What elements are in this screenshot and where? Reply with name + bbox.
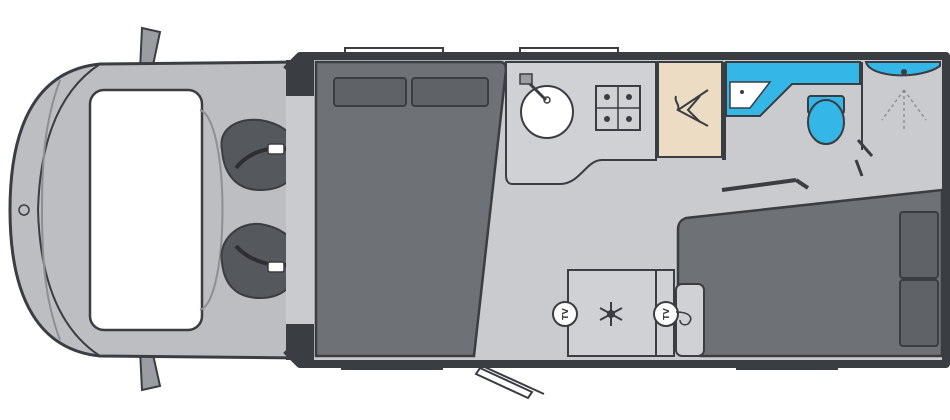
pillow bbox=[411, 77, 489, 107]
basin-icon bbox=[725, 61, 861, 117]
toilet-icon bbox=[807, 95, 845, 145]
shower-icon bbox=[861, 61, 941, 150]
washroom bbox=[722, 61, 941, 177]
cab-seat-icon bbox=[220, 118, 300, 192]
door-icon bbox=[474, 363, 545, 400]
kitchen bbox=[505, 61, 657, 185]
rear-bed bbox=[676, 178, 944, 358]
cab-seat-icon bbox=[220, 222, 300, 300]
wardrobe bbox=[657, 61, 723, 158]
pillow bbox=[899, 211, 939, 279]
tv-icon: TV bbox=[653, 301, 692, 327]
tv-label: TV bbox=[561, 307, 570, 319]
fridge-snowflake-icon bbox=[599, 302, 623, 326]
cab bbox=[8, 26, 302, 392]
pillow bbox=[899, 279, 939, 347]
sink-icon bbox=[519, 73, 574, 139]
pillow bbox=[333, 77, 407, 107]
tv-label: TV bbox=[662, 307, 671, 319]
tv-icon: TV bbox=[552, 301, 578, 327]
hob-icon bbox=[595, 85, 641, 131]
hanger-icon bbox=[674, 89, 709, 127]
drop-down-bed bbox=[314, 60, 508, 358]
windscreen bbox=[88, 88, 204, 332]
